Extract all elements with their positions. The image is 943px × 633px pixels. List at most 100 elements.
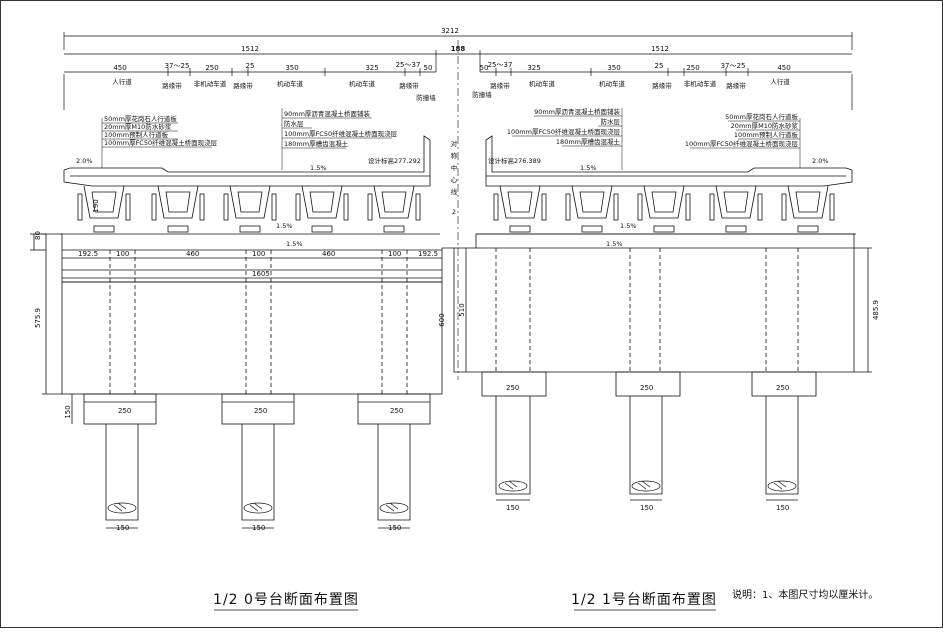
abutment-left <box>30 233 458 529</box>
dim-abut-h-right: 485.9 <box>872 300 880 320</box>
dim-pile-r1: 150 <box>640 504 653 512</box>
bearing-pad <box>653 225 675 233</box>
dim-cap-depth: 80 <box>34 231 42 240</box>
lane-right-6: 路缘带 <box>726 81 746 90</box>
dim-lt-2: 250 <box>205 64 218 72</box>
dim-lb-4: 460 <box>322 250 335 258</box>
girder-stiffener <box>77 193 83 221</box>
girder-stiffener <box>541 193 547 221</box>
girder-stiffener <box>493 193 499 221</box>
layer-lr-1: 防水层 <box>284 119 304 128</box>
dim-lt-5: 325 <box>365 64 378 72</box>
dim-lb-1: 100 <box>116 250 129 258</box>
box-girder <box>571 185 613 219</box>
layer-rw-1: 20mm厚M10防水砂浆 <box>731 121 799 130</box>
dim-abut-h-left: 575.9 <box>34 308 42 328</box>
dimension-lines <box>63 32 853 110</box>
lane-left-3: 路缘带 <box>233 81 253 90</box>
box-girder <box>157 185 199 219</box>
dim-pile-l2: 150 <box>388 524 401 532</box>
girder-stiffener <box>223 193 229 221</box>
dim-pilecap-l0: 250 <box>118 407 131 415</box>
slope-right-road: 1.5% <box>580 164 597 172</box>
lane-right-4: 路缘带 <box>652 81 672 90</box>
box-girder <box>301 185 343 219</box>
dim-half-left: 1512 <box>241 45 259 53</box>
dim-rt-7: 450 <box>777 64 790 72</box>
layer-lw-1: 20mm厚M10防水砂浆 <box>104 122 172 131</box>
title-right: 1/2 1号台断面布置图 <box>571 592 717 608</box>
title-left: 1/2 0号台断面布置图 <box>213 592 359 608</box>
box-girders <box>77 185 835 233</box>
box-girder <box>715 185 757 219</box>
girder-stiffener <box>125 193 131 221</box>
dim-cap-thk: 150 <box>64 405 72 418</box>
dim-cap-total: 1605 <box>252 270 270 278</box>
layer-lr-0: 90mm厚沥青混凝土桥面铺装 <box>284 109 370 118</box>
lane-right-3: 机动车道 <box>599 79 626 88</box>
layer-lw-0: 50mm厚花岗石人行道板 <box>104 114 177 123</box>
centerline-char-3: 心 <box>451 176 458 184</box>
slope-left-bearing: 1.5% <box>276 222 293 230</box>
bearing-pad <box>239 225 261 233</box>
dim-lb-5: 100 <box>388 250 401 258</box>
dim-rt-2: 325 <box>527 64 540 72</box>
bearing-pad <box>311 225 333 233</box>
lane-left-7: 防撞墙 <box>416 93 436 102</box>
box-girder <box>83 185 125 219</box>
dim-pile-r0: 150 <box>506 504 519 512</box>
layer-rw-3: 100mm厚FC50纤维混凝土桥面现浇层 <box>685 139 799 148</box>
slope-right-walk: 2.0% <box>812 157 829 165</box>
layer-rr-2: 100mm厚FC50纤维混凝土桥面现浇层 <box>507 127 621 136</box>
layer-rr-0: 90mm厚沥青混凝土桥面铺装 <box>534 107 620 116</box>
girder-stiffener <box>637 193 643 221</box>
box-girder <box>229 185 271 219</box>
dim-lb-6: 192.5 <box>418 250 438 258</box>
dim-lt-4: 350 <box>285 64 298 72</box>
girder-stiffener <box>415 193 421 221</box>
dim-overall: 3212 <box>441 27 459 35</box>
girder-stiffener <box>709 193 715 221</box>
centerline-char-1: 称 <box>451 151 458 160</box>
dim-abut-h-mid: 600 <box>438 313 446 326</box>
dim-lb-2: 460 <box>186 250 199 258</box>
girder-stiffener <box>199 193 205 221</box>
dim-rt-0: 50 <box>480 64 489 72</box>
girder-stiffener <box>565 193 571 221</box>
dim-lt-1: 37～25 <box>165 62 190 70</box>
girder-stiffener <box>685 193 691 221</box>
dim-rt-3: 350 <box>607 64 620 72</box>
lane-right-0: 防撞墙 <box>472 90 492 99</box>
dim-abut-h-right-inner: 510 <box>458 303 466 316</box>
dim-rt-6: 37～25 <box>721 62 746 70</box>
bearing-pad <box>383 225 405 233</box>
dim-lt-6: 25～37 <box>396 61 421 69</box>
elev-right: 设计标高276.389 <box>488 156 541 165</box>
centerline-char-0: 对 <box>451 139 458 148</box>
dim-pilecap-r2: 250 <box>776 384 789 392</box>
bearing-pad <box>725 225 747 233</box>
dim-lt-7: 50 <box>424 64 433 72</box>
lane-right-5: 非机动车道 <box>684 79 717 88</box>
layer-rr-3: 180mm厚槽齿混凝土 <box>556 137 621 146</box>
centerline-char-2: 中 <box>451 163 458 172</box>
lane-right-1: 路缘带 <box>490 81 510 90</box>
girder-stiffener <box>367 193 373 221</box>
slope-left-walk: 2.0% <box>76 157 93 165</box>
box-girder <box>373 185 415 219</box>
lane-right-2: 机动车道 <box>529 79 556 88</box>
dim-pile-l0: 150 <box>116 524 129 532</box>
lane-left-2: 非机动车道 <box>194 79 227 88</box>
dim-pile-r2: 150 <box>776 504 789 512</box>
centerline-char-4: 线 <box>451 187 458 196</box>
callout-leaders <box>101 108 801 170</box>
box-girder <box>787 185 829 219</box>
drawing-note: 说明：1、本图尺寸均以厘米计。 <box>732 588 878 601</box>
lane-right-7: 人行道 <box>770 77 790 86</box>
slope-right-cap: 1.5% <box>606 240 623 248</box>
dim-lb-3: 100 <box>252 250 265 258</box>
dim-pilecap-l2: 250 <box>390 407 403 415</box>
